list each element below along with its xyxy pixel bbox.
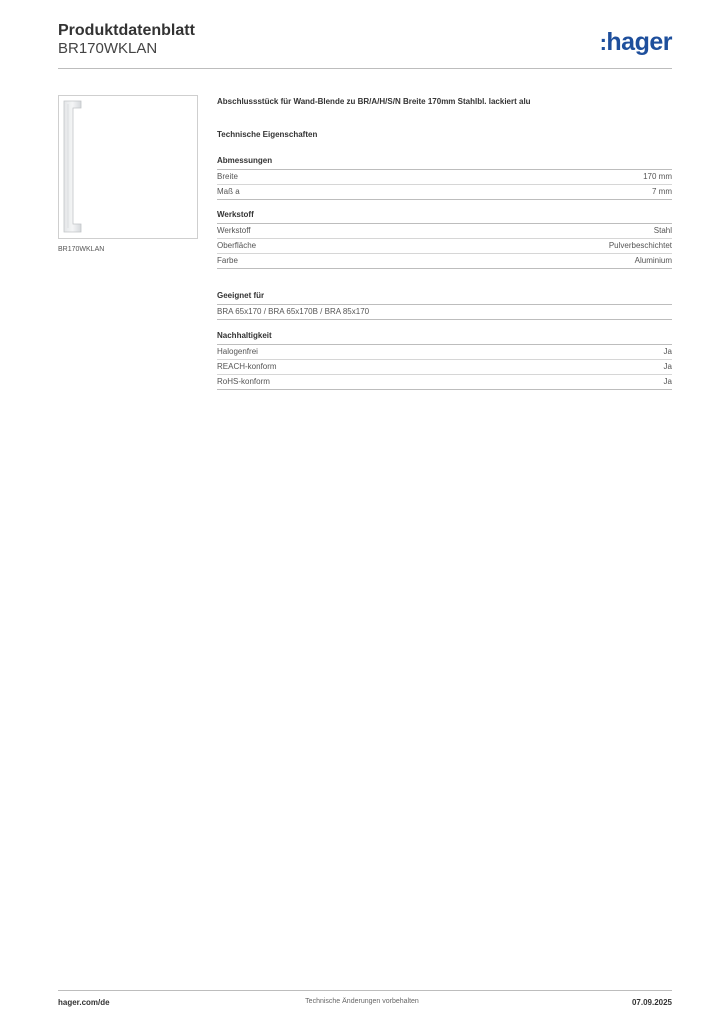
table-row: BRA 65x170 / BRA 65x170B / BRA 85x170: [217, 305, 672, 320]
group-werkstoff: Werkstoff Werkstoff Stahl Oberfläche Pul…: [217, 210, 672, 269]
table-row: Breite 170 mm: [217, 170, 672, 185]
group-title: Geeignet für: [217, 291, 672, 305]
group-title: Abmessungen: [217, 156, 672, 170]
footer-divider: [58, 990, 672, 991]
logo-prefix: :: [599, 30, 607, 55]
group-nachhaltigkeit: Nachhaltigkeit Halogenfrei Ja REACH-konf…: [217, 331, 672, 390]
footer-notice: Technische Änderungen vorbehalten: [305, 998, 419, 1005]
header-divider: [58, 68, 672, 69]
table-row: Werkstoff Stahl: [217, 224, 672, 239]
image-caption: BR170WKLAN: [58, 246, 105, 253]
row-label: Halogenfrei: [217, 347, 258, 356]
row-label: RoHS-konform: [217, 377, 270, 386]
table-row: Halogenfrei Ja: [217, 345, 672, 360]
row-value: 170 mm: [643, 172, 672, 181]
product-description: Abschlussstück für Wand-Blende zu BR/A/H…: [217, 97, 531, 106]
table-row: RoHS-konform Ja: [217, 375, 672, 390]
row-label: BRA 65x170 / BRA 65x170B / BRA 85x170: [217, 307, 370, 316]
tech-heading: Technische Eigenschaften: [217, 130, 318, 139]
row-label: Farbe: [217, 256, 238, 265]
table-row: Farbe Aluminium: [217, 254, 672, 269]
row-label: Breite: [217, 172, 238, 181]
footer-date: 07.09.2025: [631, 998, 672, 1007]
row-value: Ja: [663, 377, 672, 386]
page-title: Produktdatenblatt: [58, 22, 195, 39]
row-value: Aluminium: [634, 256, 672, 265]
logo-text: hager: [606, 28, 672, 56]
group-title: Nachhaltigkeit: [217, 331, 672, 345]
group-title: Werkstoff: [217, 210, 672, 224]
row-value: Stahl: [653, 226, 672, 235]
group-abmessungen: Abmessungen Breite 170 mm Maß a 7 mm: [217, 156, 672, 200]
row-value: 7 mm: [652, 187, 672, 196]
end-cap-product-image: [63, 100, 82, 233]
table-row: REACH-konform Ja: [217, 360, 672, 375]
table-row: Oberfläche Pulverbeschichtet: [217, 239, 672, 254]
row-label: REACH-konform: [217, 362, 277, 371]
row-label: Oberfläche: [217, 241, 257, 250]
group-geeignet: Geeignet für BRA 65x170 / BRA 65x170B / …: [217, 291, 672, 320]
footer-website[interactable]: hager.com/de: [58, 998, 110, 1007]
row-label: Maß a: [217, 187, 240, 196]
hager-logo: :hager: [599, 28, 673, 57]
row-value: Ja: [663, 347, 672, 356]
row-value: Ja: [663, 362, 672, 371]
table-row: Maß a 7 mm: [217, 185, 672, 200]
row-label: Werkstoff: [217, 226, 251, 235]
product-image: [58, 95, 198, 239]
row-value: Pulverbeschichtet: [608, 241, 672, 250]
product-code: BR170WKLAN: [58, 40, 158, 57]
